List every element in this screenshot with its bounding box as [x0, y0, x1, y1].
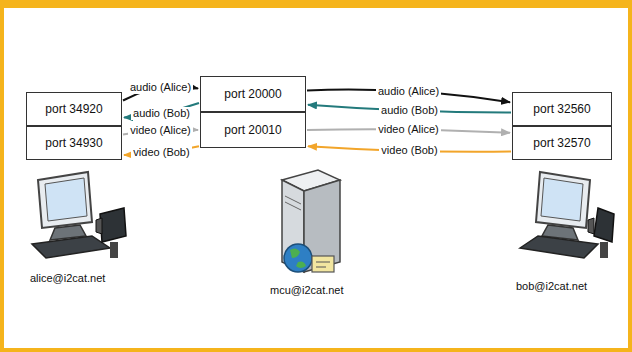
- stream-label: video (Alice): [128, 124, 193, 137]
- port-label: port 34930: [45, 136, 102, 150]
- port-label: port 20010: [224, 123, 281, 137]
- stream-label: audio (Alice): [376, 85, 441, 98]
- host-address: mcu@i2cat.net: [270, 284, 344, 296]
- port-box: port 20010: [200, 112, 306, 148]
- alice-computer: [32, 172, 126, 258]
- host-address: bob@i2cat.net: [516, 280, 587, 292]
- port-label: port 32560: [533, 102, 590, 116]
- port-box: port 32560: [512, 92, 612, 126]
- port-box: port 32570: [512, 126, 612, 160]
- mcu-server: [282, 170, 340, 272]
- stream-label: audio (Alice): [128, 81, 193, 94]
- stream-label: video (Bob): [379, 144, 439, 157]
- bob-computer: [520, 172, 614, 258]
- port-label: port 32570: [533, 136, 590, 150]
- stream-label: video (Alice): [376, 123, 441, 136]
- stream-label: video (Bob): [131, 146, 191, 159]
- port-box: port 20000: [200, 76, 306, 112]
- port-box: port 34920: [26, 92, 122, 126]
- port-label: port 34920: [45, 102, 102, 116]
- port-label: port 20000: [224, 87, 281, 101]
- stream-label: audio (Bob): [379, 104, 440, 117]
- stream-label: audio (Bob): [131, 107, 192, 120]
- port-box: port 34930: [26, 126, 122, 160]
- host-address: alice@i2cat.net: [30, 272, 105, 284]
